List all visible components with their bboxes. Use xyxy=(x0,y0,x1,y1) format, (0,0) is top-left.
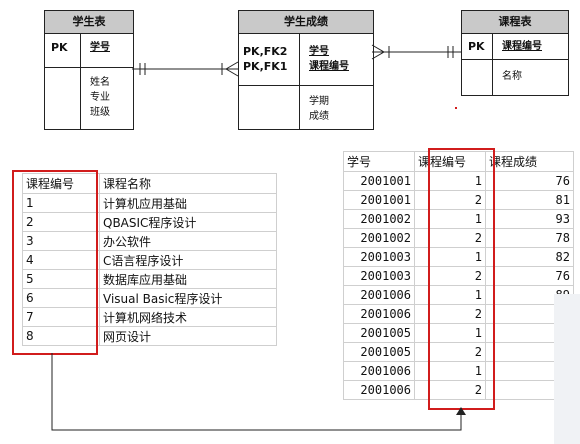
entity-scores-pk-field-2: 课程编号 xyxy=(309,61,349,72)
entity-attribute: 成绩 xyxy=(309,111,329,122)
entity-scores-attributes: 学期 成绩 xyxy=(309,94,329,124)
table-row: 2001006290 xyxy=(343,304,574,324)
scroll-strip xyxy=(554,294,580,444)
student-id-cell: 2001006 xyxy=(343,285,415,305)
entity-students-title: 学生表 xyxy=(45,11,133,34)
entity-attribute: 姓名 xyxy=(90,77,110,88)
entity-courses: 课程表 PK 课程编号 名称 xyxy=(461,10,569,96)
course-id-highlight xyxy=(12,170,98,355)
entity-scores-title: 学生成绩 xyxy=(239,11,373,34)
student-id-cell: 2001006 xyxy=(343,304,415,324)
entity-students: 学生表 PK 学号 姓名 专业 班级 xyxy=(44,10,134,130)
student-id-cell: 2001003 xyxy=(343,247,415,267)
course-name-cell: QBASIC程序设计 xyxy=(99,212,277,232)
score-cell: 81 xyxy=(485,190,574,210)
entity-scores: 学生成绩 PK,FK2 PK,FK1 学号 课程编号 学期 成绩 xyxy=(238,10,374,130)
entity-scores-pk-field-1: 学号 xyxy=(309,46,329,57)
entity-students-pk-field: 学号 xyxy=(90,42,110,53)
entity-scores-pk-label-1: PK,FK2 xyxy=(243,45,288,58)
entity-students-pk-label: PK xyxy=(51,41,68,54)
table-row: 2001005286 xyxy=(343,342,574,362)
student-id-cell: 2001001 xyxy=(343,190,415,210)
table-row: 2001006178 xyxy=(343,361,574,381)
student-id-cell: 2001001 xyxy=(343,171,415,191)
course-name-cell: 网页设计 xyxy=(99,326,277,346)
course-name-cell: Visual Basic程序设计 xyxy=(99,288,277,308)
course-name-cell: 计算机网络技术 xyxy=(99,307,277,327)
entity-courses-pk-label: PK xyxy=(468,40,485,53)
entity-courses-title: 课程表 xyxy=(462,11,568,34)
entity-courses-pk-field: 课程编号 xyxy=(502,41,542,52)
red-dot-marker xyxy=(455,107,457,109)
student-id-cell: 2001006 xyxy=(343,361,415,381)
entity-attribute: 学期 xyxy=(309,96,329,107)
course-name-cell: 数据库应用基础 xyxy=(99,269,277,289)
entity-students-attributes: 姓名 专业 班级 xyxy=(90,75,110,120)
entity-attribute: 名称 xyxy=(502,71,522,82)
entity-scores-pk-label-2: PK,FK1 xyxy=(243,60,288,73)
course-id-cell: 2 xyxy=(414,380,486,400)
score-cell: 78 xyxy=(485,228,574,248)
entity-attribute: 专业 xyxy=(90,92,110,103)
entity-courses-attributes: 名称 xyxy=(502,69,522,84)
entity-attribute: 班级 xyxy=(90,107,110,118)
student-id-cell: 2001006 xyxy=(343,380,415,400)
score-table-header-course: 课程编号 xyxy=(414,151,486,172)
course-id-cell: 8 xyxy=(22,326,100,346)
